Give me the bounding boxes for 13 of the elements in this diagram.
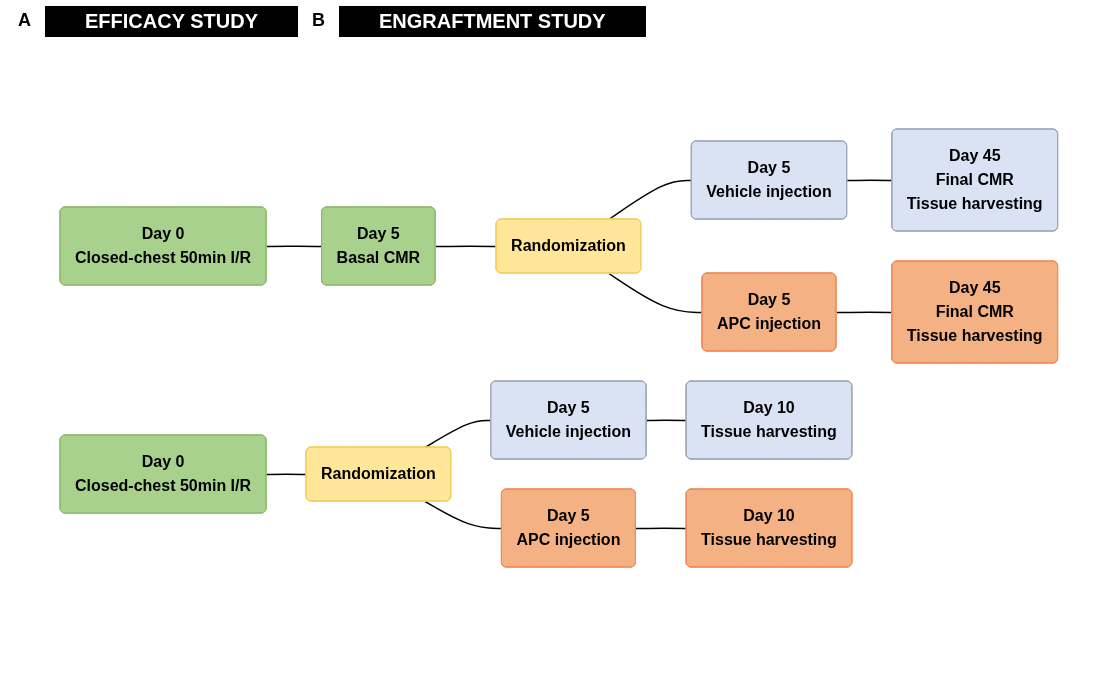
- connector: [835, 311, 894, 314]
- connector: [608, 179, 693, 221]
- panel-header: ENGRAFTMENT STUDY: [339, 6, 646, 37]
- connector: [608, 272, 704, 314]
- connector: [846, 179, 894, 182]
- connector: [424, 500, 503, 530]
- panel-letter: A: [17, 9, 32, 32]
- connector: [635, 527, 688, 530]
- connector: [266, 473, 308, 476]
- panel-letter: B: [311, 9, 326, 32]
- connector: [435, 245, 498, 248]
- panel-header: EFFICACY STUDY: [45, 6, 298, 37]
- connector: [646, 419, 688, 422]
